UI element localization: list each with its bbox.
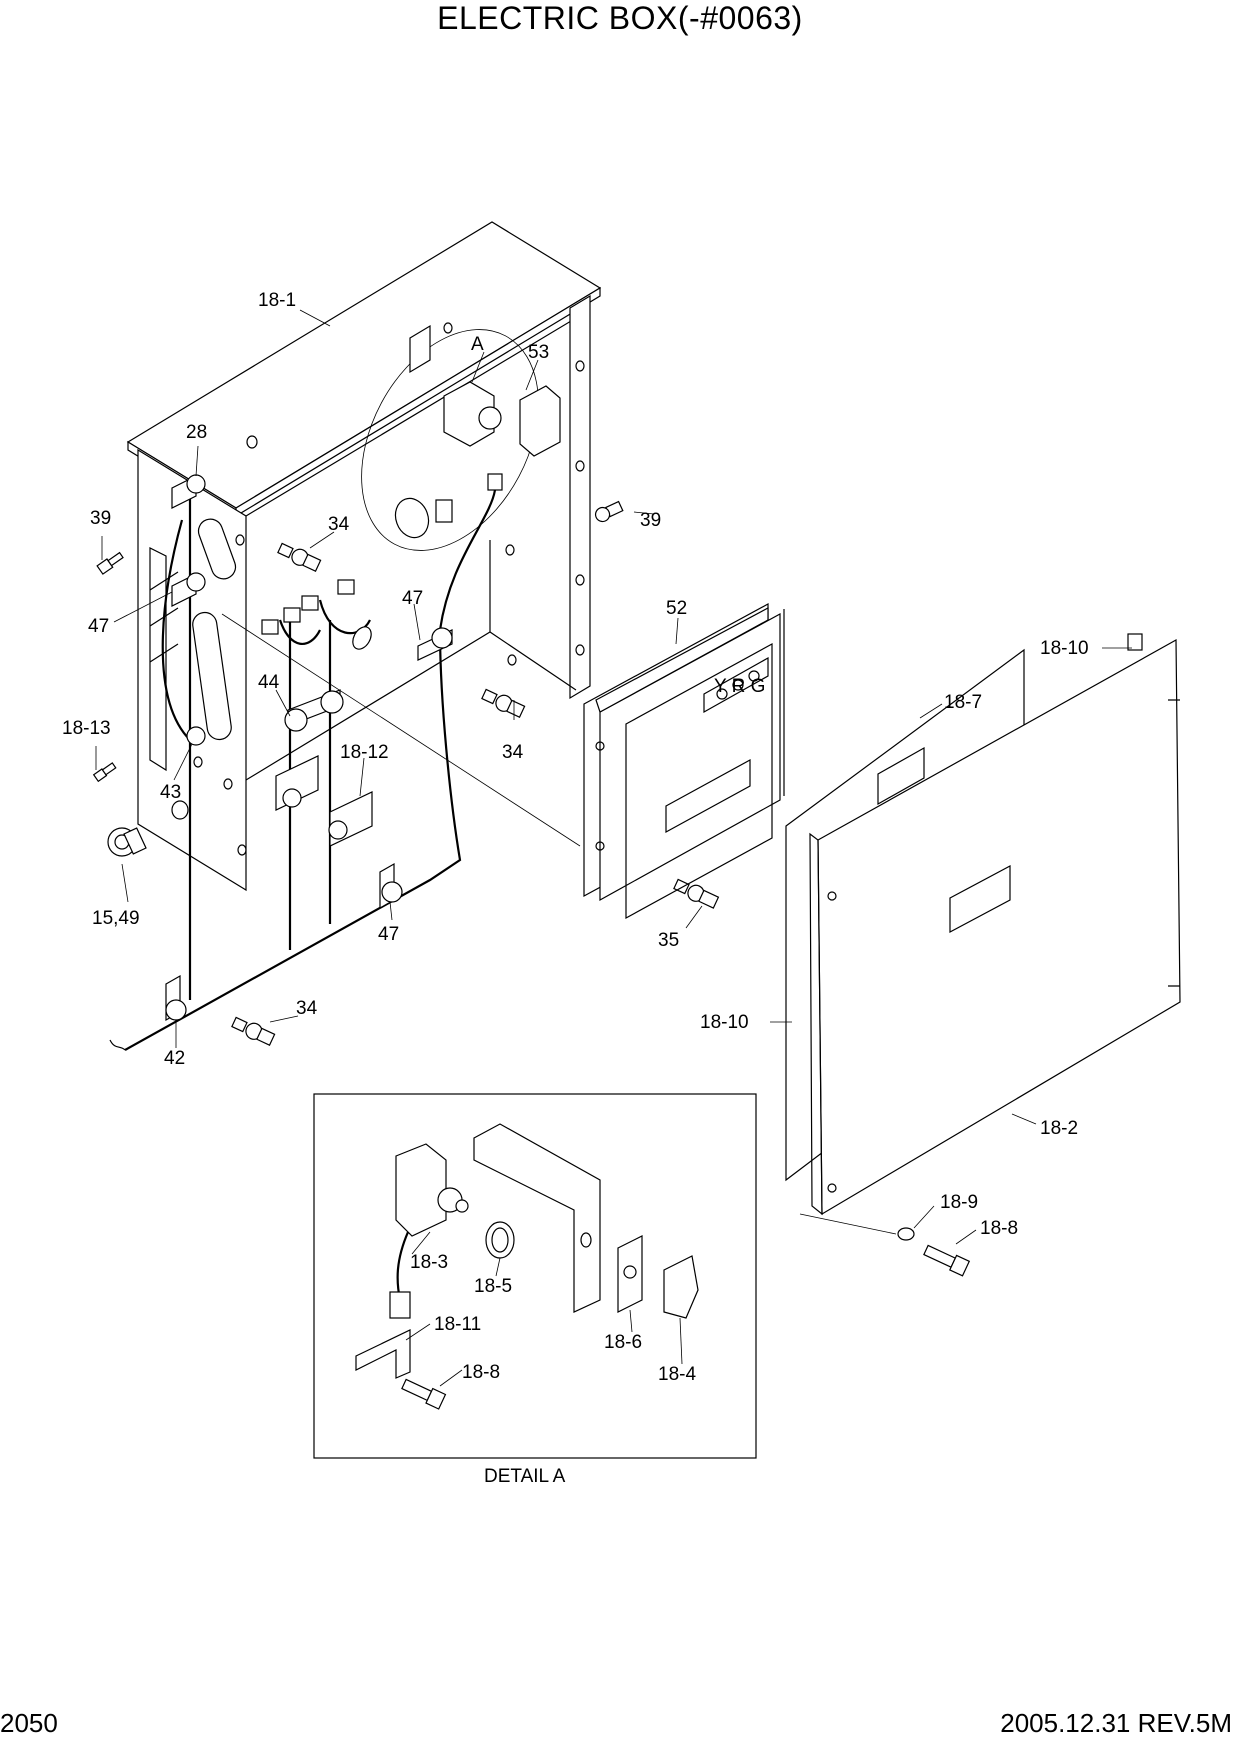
callout-28: 28 bbox=[186, 422, 207, 443]
callout-18-6: 18-6 bbox=[604, 1332, 642, 1353]
callout-35: 35 bbox=[658, 930, 679, 951]
detail-a-frame bbox=[313, 1093, 757, 1459]
clamps bbox=[165, 474, 453, 1022]
callout-39-left: 39 bbox=[90, 508, 111, 529]
detail-a-caption: DETAIL A bbox=[484, 1466, 566, 1487]
callout-47-bottom: 47 bbox=[378, 924, 399, 945]
callout-34-top: 34 bbox=[328, 514, 350, 535]
callout-52: 52 bbox=[666, 598, 687, 619]
callout-18-12: 18-12 bbox=[340, 742, 389, 763]
detail-a-circle bbox=[361, 329, 539, 551]
callout-39-right: 39 bbox=[640, 510, 661, 531]
callout-18-13: 18-13 bbox=[62, 718, 111, 739]
detail-a-parts bbox=[355, 1123, 699, 1410]
callout-18-10-top: 18-10 bbox=[1040, 638, 1089, 659]
switches-18-12 bbox=[275, 755, 373, 847]
page-title: ELECTRIC BOX(-#0063) bbox=[437, 0, 803, 36]
callout-18-8-detail: 18-8 bbox=[462, 1362, 500, 1383]
callout-18-8-right: 18-8 bbox=[980, 1218, 1018, 1239]
controller-52 bbox=[583, 602, 785, 920]
callout-18-2: 18-2 bbox=[1040, 1118, 1078, 1139]
cover-18-2 bbox=[785, 633, 1181, 1277]
callout-18-3: 18-3 bbox=[410, 1252, 448, 1273]
callout-18-10-left: 18-10 bbox=[700, 1012, 749, 1033]
connectors bbox=[261, 579, 372, 650]
callout-47-mid: 47 bbox=[402, 588, 423, 609]
lamp-letters: Y R G bbox=[714, 676, 765, 697]
callout-34-bottom: 34 bbox=[296, 998, 318, 1019]
cushions bbox=[149, 518, 237, 741]
callout-53: 53 bbox=[528, 342, 549, 363]
page-number: 2050 bbox=[0, 1708, 58, 1738]
callout-44: 44 bbox=[258, 672, 280, 693]
wire-harness bbox=[109, 488, 497, 1051]
callout-34-mid: 34 bbox=[502, 742, 524, 763]
callout-labels: 18-1 A 53 28 39 39 34 47 47 44 18-13 18-… bbox=[62, 290, 1089, 1487]
relay-bracket bbox=[394, 324, 561, 539]
callout-18-11: 18-11 bbox=[434, 1314, 481, 1335]
callout-15-49: 15,49 bbox=[92, 908, 140, 929]
callout-18-4: 18-4 bbox=[658, 1364, 696, 1385]
callout-a: A bbox=[471, 334, 484, 355]
callout-43: 43 bbox=[160, 782, 181, 803]
callout-18-7: 18-7 bbox=[944, 692, 982, 713]
callout-18-1: 18-1 bbox=[258, 290, 296, 311]
callout-18-9: 18-9 bbox=[940, 1192, 978, 1213]
callout-47-left: 47 bbox=[88, 616, 109, 637]
callout-18-5: 18-5 bbox=[474, 1276, 512, 1297]
bolts bbox=[92, 500, 720, 1046]
callout-42: 42 bbox=[164, 1048, 185, 1069]
horn-15-49 bbox=[107, 827, 147, 857]
revision-label: 2005.12.31 REV.5M bbox=[1000, 1708, 1232, 1738]
leader-lines bbox=[95, 309, 1132, 1387]
electric-box-housing bbox=[126, 221, 602, 892]
